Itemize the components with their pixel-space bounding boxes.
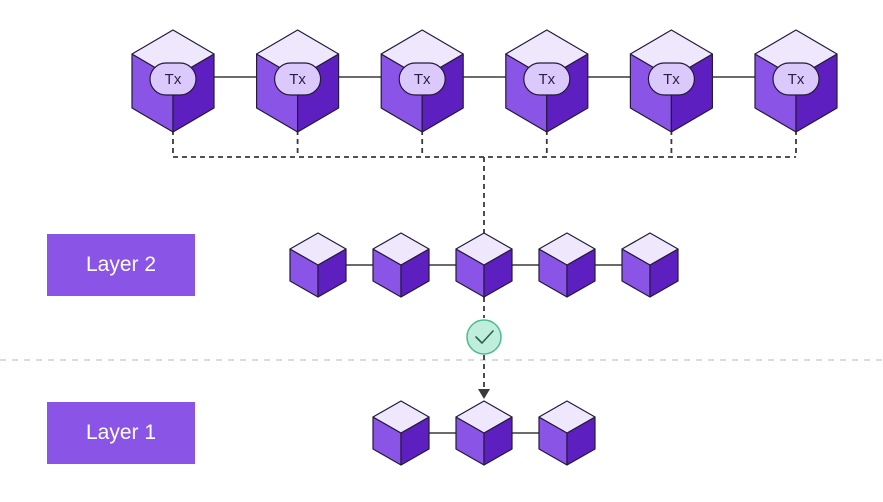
tx-pill xyxy=(772,62,820,96)
tx-block: Tx xyxy=(380,29,464,133)
cube-top-face xyxy=(455,400,513,434)
arrow-down-icon xyxy=(478,389,490,399)
check-mark xyxy=(475,330,494,344)
cube-top-face xyxy=(538,232,596,266)
layer1-block-row xyxy=(372,400,596,466)
tx-label: Tx xyxy=(289,71,306,88)
layer-1-label: Layer 1 xyxy=(47,402,195,464)
check-circle xyxy=(466,319,502,355)
transaction-block-row: Tx Tx Tx Tx Tx Tx xyxy=(131,29,838,133)
tx-block: Tx xyxy=(754,29,838,133)
tx-label: Tx xyxy=(165,71,182,88)
layer1-block xyxy=(455,400,513,466)
tx-block: Tx xyxy=(505,29,589,133)
cube-top-face xyxy=(372,232,430,266)
layer2-block xyxy=(289,232,347,298)
layer2-block xyxy=(455,232,513,298)
tx-label: Tx xyxy=(663,71,680,88)
tx-pill xyxy=(274,62,322,96)
tx-pill xyxy=(647,62,696,96)
layer2-block xyxy=(372,232,430,298)
cube-top-face xyxy=(289,232,347,266)
layer-2-label: Layer 2 xyxy=(47,234,195,296)
tx-label: Tx xyxy=(538,71,555,88)
layer2-block xyxy=(538,232,596,298)
tx-block: Tx xyxy=(629,29,714,133)
layer2-block-row xyxy=(289,232,679,298)
tx-label: Tx xyxy=(788,71,805,88)
tx-label: Tx xyxy=(414,71,431,88)
layer1-block xyxy=(538,400,596,466)
cube-top-face xyxy=(621,232,679,266)
cube-top-face xyxy=(455,232,513,266)
layer1-block xyxy=(372,400,430,466)
check-icon xyxy=(466,319,502,355)
cube-top-face xyxy=(372,400,430,434)
layer2-block xyxy=(621,232,679,298)
cube-top-face xyxy=(538,400,596,434)
tx-block: Tx xyxy=(131,29,215,133)
tx-pill xyxy=(149,62,197,96)
tx-pill xyxy=(398,62,446,96)
tx-pill xyxy=(523,62,571,96)
tx-block: Tx xyxy=(256,29,340,133)
